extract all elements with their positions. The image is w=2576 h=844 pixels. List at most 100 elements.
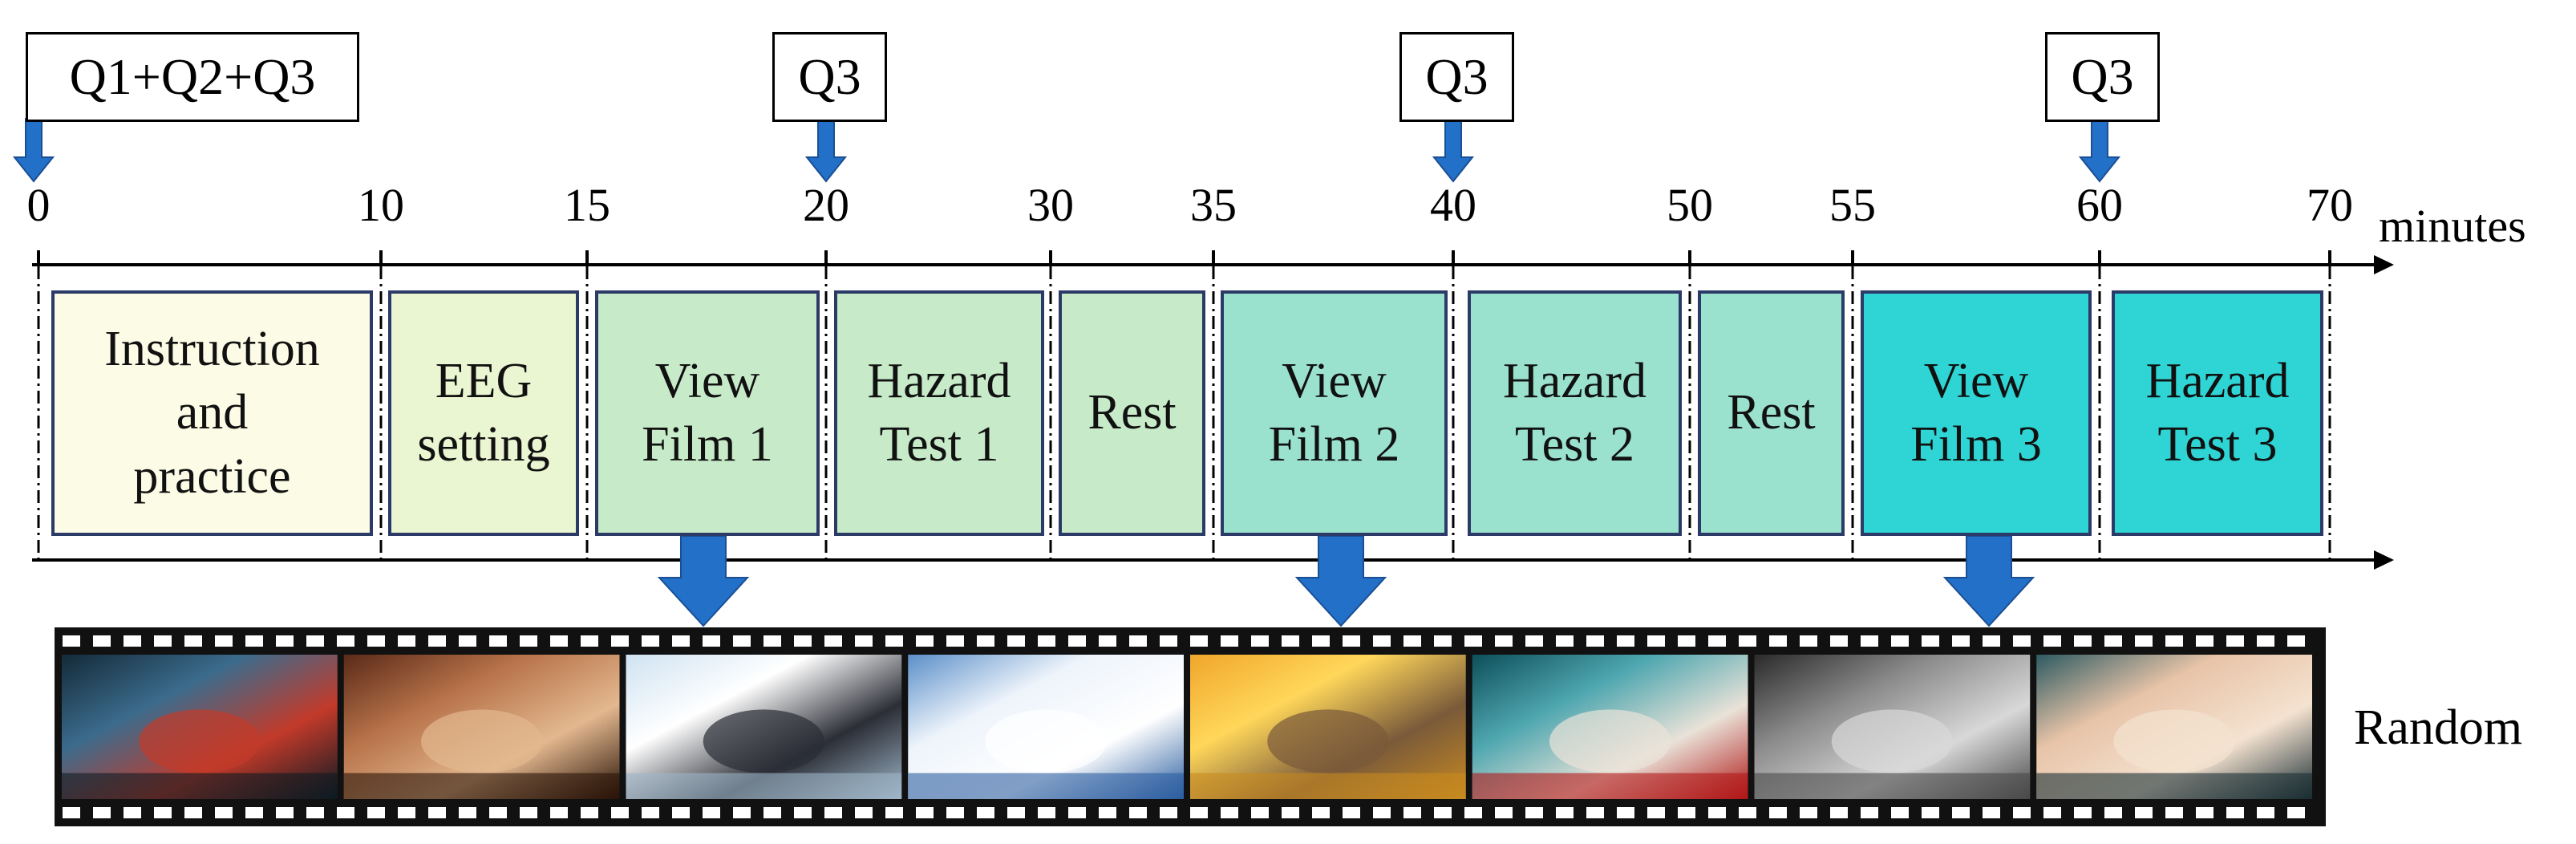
frame-ground [2036, 773, 2312, 799]
film-sprocket-hole [2287, 807, 2305, 818]
axis-unit-label: minutes [2379, 200, 2526, 252]
tick-label: 35 [1190, 179, 1237, 231]
film-sprocket-hole [2104, 807, 2122, 818]
phase-label: Hazard Test 2 [1503, 353, 1646, 472]
film-sprocket-hole [1434, 635, 1452, 647]
film-sprocket-hole [2013, 635, 2031, 647]
film-sprocket-hole [1129, 807, 1147, 818]
query-marker-arrow [1432, 118, 1475, 183]
film-sprocket-hole [703, 635, 720, 647]
film-sprocket-hole [1830, 635, 1848, 647]
film-sprocket-hole [2074, 807, 2092, 818]
film-sprocket-hole [276, 635, 294, 647]
film-sprocket-hole [306, 807, 324, 818]
film-sprocket-hole [1617, 807, 1634, 818]
film-sprocket-hole [733, 807, 751, 818]
frame-ground [908, 773, 1184, 799]
query-marker-box: Q1+Q2+Q3 [26, 32, 359, 122]
film-sprocket-hole [885, 807, 903, 818]
film-sprocket-hole [1922, 807, 1939, 818]
film-sprocket-hole [1922, 635, 1939, 647]
film-sprocket-hole [2226, 635, 2244, 647]
film-sprocket-hole [1525, 807, 1543, 818]
film-sprocket-hole [611, 807, 629, 818]
phase-label: Hazard Test 1 [867, 353, 1011, 472]
film-sprocket-hole [1739, 635, 1756, 647]
film-sprocket-hole [1617, 635, 1634, 647]
film-sprocket-hole [2196, 807, 2213, 818]
film-sprocket-hole [1739, 807, 1756, 818]
film-sprocket-hole [398, 635, 415, 647]
phase-box: View Film 3 [1861, 290, 2092, 536]
film-sprocket-hole [1434, 807, 1452, 818]
phase-label: Rest [1088, 385, 1177, 440]
film-sprocket-hole [763, 807, 781, 818]
film-sprocket-hole [428, 807, 446, 818]
film-sprocket-hole [550, 635, 568, 647]
phase-label: Hazard Test 3 [2145, 353, 2290, 472]
phase-label: View Film 2 [1268, 353, 1400, 472]
film-sprocket-hole [1891, 807, 1909, 818]
frame-subject [139, 709, 261, 773]
film-sprocket-hole [581, 807, 598, 818]
film-sprocket-hole [1525, 635, 1543, 647]
film-sprocket-hole [1068, 807, 1086, 818]
phase-box: View Film 1 [595, 290, 820, 536]
film-sprocket-hole [2013, 807, 2031, 818]
frame-subject [421, 709, 543, 773]
film-sprocket-hole [1586, 807, 1604, 818]
film-sprocket-hole [459, 807, 476, 818]
film-sprocket-hole [215, 635, 233, 647]
film-sprocket-hole [946, 807, 964, 818]
film-sprocket-hole [1708, 807, 1726, 818]
film-sprocket-hole [1983, 635, 2000, 647]
film-sprocket-hole [916, 635, 934, 647]
film-sprocket-hole [1647, 807, 1665, 818]
frame-subject [703, 709, 824, 773]
frame-subject [2113, 709, 2235, 773]
phase-box: Hazard Test 1 [834, 290, 1044, 536]
film-sprocket-hole [1312, 807, 1330, 818]
phase-box: Rest [1698, 290, 1845, 536]
film-sprocket-hole [1891, 635, 1909, 647]
film-sprocket-hole [1800, 635, 1817, 647]
film-link-arrow [1942, 535, 2035, 627]
film-sprocket-hole [1647, 635, 1665, 647]
film-sprocket-hole [2074, 635, 2092, 647]
film-sprocket-hole [215, 807, 233, 818]
film-sprocket-hole [1495, 635, 1513, 647]
film-sprocket-hole [1952, 635, 1970, 647]
film-sprocket-hole [184, 635, 202, 647]
film-sprocket-hole [1343, 807, 1360, 818]
film-sprocket-hole [2196, 635, 2213, 647]
film-sprocket-hole [1007, 635, 1025, 647]
film-sprocket-hole [154, 807, 172, 818]
film-sprocket-hole [1830, 807, 1848, 818]
film-sprocket-hole [1769, 635, 1787, 647]
film-sprocket-hole [642, 807, 659, 818]
film-sprocket-hole [337, 807, 354, 818]
film-sprocket-hole [489, 635, 507, 647]
query-marker-arrow [2078, 118, 2121, 183]
tick-label: 60 [2076, 179, 2123, 231]
phase-box: Hazard Test 3 [2112, 290, 2323, 536]
film-sprocket-hole [794, 635, 812, 647]
film-sprocket-hole [672, 807, 690, 818]
tick-label: 70 [2307, 179, 2353, 231]
film-sprocket-hole [154, 635, 172, 647]
film-sprocket-hole [63, 807, 80, 818]
film-sprocket-hole [977, 807, 994, 818]
film-sprocket-hole [1861, 635, 1878, 647]
film-sprocket-hole [916, 807, 934, 818]
film-sprocket-hole [1678, 635, 1695, 647]
film-sprocket-hole [2135, 635, 2153, 647]
film-sprocket-hole [2226, 807, 2244, 818]
tick-label: 30 [1027, 179, 1074, 231]
query-marker-box: Q3 [772, 32, 887, 122]
tick-label: 55 [1829, 179, 1876, 231]
film-sprocket-hole [184, 807, 202, 818]
phase-label: View Film 1 [642, 353, 773, 472]
film-sprocket-hole [1312, 635, 1330, 647]
phase-box: View Film 2 [1221, 290, 1448, 536]
phase-label: Rest [1727, 385, 1816, 440]
